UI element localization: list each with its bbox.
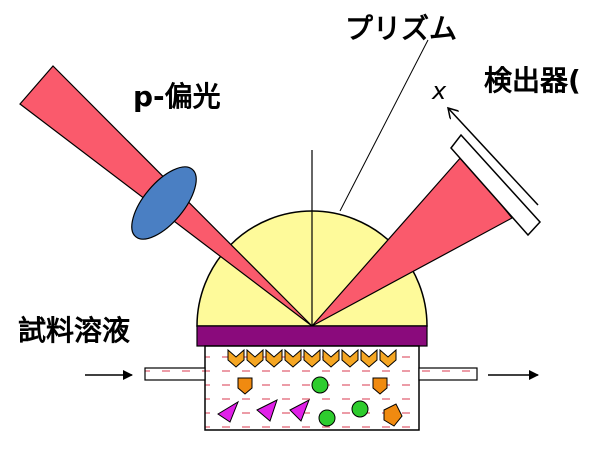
receptor-molecule <box>284 348 302 368</box>
analyte-pentagon <box>237 377 253 395</box>
analyte-circle <box>351 400 369 418</box>
receptor-molecule <box>379 348 397 368</box>
metal-film <box>196 325 428 347</box>
receptor-molecule <box>360 348 378 368</box>
receptor-molecule <box>265 348 283 368</box>
inlet-tube <box>144 367 206 381</box>
analyte-pentagon <box>372 377 388 395</box>
sample-solution-label: 試料溶液 <box>18 314 130 347</box>
polarized-light-label: p-偏光 <box>133 80 221 113</box>
receptor-molecule <box>322 348 340 368</box>
receptor-molecule <box>341 348 359 368</box>
outlet-tube <box>418 367 478 381</box>
detector-axis-arrow <box>448 108 539 206</box>
analyte-triangle <box>256 399 278 422</box>
analyte-circle <box>311 376 329 394</box>
analyte-molecules <box>217 376 403 427</box>
analyte-triangle <box>289 398 310 422</box>
receptor-molecule <box>246 348 264 368</box>
lens <box>131 166 197 240</box>
detector <box>450 133 542 237</box>
receptor-molecule <box>303 348 321 368</box>
prism-leader-line <box>339 39 429 212</box>
analyte-circle <box>318 409 336 427</box>
prism-label: プリズム <box>345 12 457 45</box>
x-axis-label: x <box>431 77 447 105</box>
detector-label: 検出器( <box>484 64 581 97</box>
receptor-layer <box>227 348 397 368</box>
analyte-pentagon <box>383 403 403 427</box>
analyte-triangle <box>217 400 240 423</box>
receptor-molecule <box>227 348 245 368</box>
